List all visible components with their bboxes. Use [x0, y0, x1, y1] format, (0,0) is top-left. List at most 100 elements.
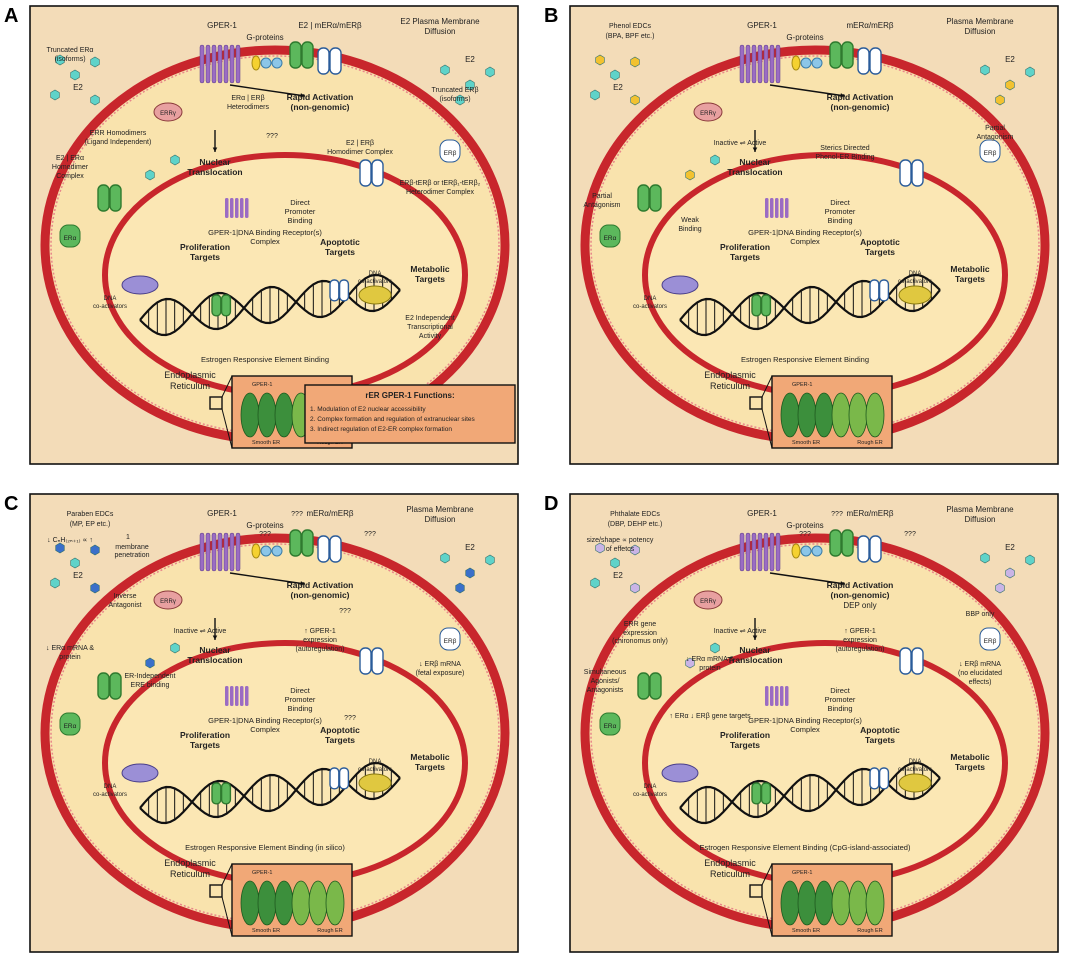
to-nuclear-arrow [752, 618, 758, 640]
annotation-erb-homo-2: Homodimer Complex [327, 149, 393, 156]
ligand-hexagon [90, 582, 100, 594]
to-nuclear-arrow [752, 130, 758, 152]
g-protein-subunits [251, 55, 283, 71]
apoptotic-targets-label: Targets [325, 735, 355, 745]
membrane-era-receptor [289, 41, 314, 69]
ligand-hexagon [1005, 567, 1015, 579]
rapid-activation-label: (non-genomic) [290, 590, 349, 600]
ligand-hexagon [590, 89, 600, 101]
dna-coactivator-right [358, 773, 392, 793]
nuclear-translocation-label: Nuclear [199, 645, 231, 655]
rapid-activation-label: Rapid Activation [827, 92, 894, 102]
ligand-hexagon [610, 69, 620, 81]
rapid-activation-note: DEP only [843, 601, 876, 610]
ere-bound-erb [869, 767, 890, 790]
annotation-err-gene-2: expression [623, 630, 657, 637]
membrane-era-receptor [289, 529, 314, 557]
erb-homodimer [899, 647, 924, 675]
ere-bound-erb [329, 767, 350, 790]
gper-dna-complex [240, 198, 244, 218]
annotation-erb-mrna-1: ↓ ERβ mRNA [419, 661, 461, 668]
gper-dna-complex [775, 198, 779, 218]
erb-monomer [979, 627, 1001, 651]
annotation-gper-exp-2: expression [303, 637, 337, 644]
annotation-weak-2: Binding [678, 226, 701, 233]
ligand-hexagon [595, 54, 605, 66]
annotation-err-gene-1: ERR gene [624, 621, 656, 628]
erb-label: ERβ [984, 638, 997, 645]
functions-box-item: 1. Modulation of E2 nuclear accessibilit… [310, 406, 426, 413]
membrane-erb-receptor [317, 535, 342, 563]
ere-bound-era [751, 294, 772, 317]
gper-1-receptor [199, 44, 241, 84]
e2-right-label: E2 [1005, 55, 1015, 64]
ligand-hexagon [980, 64, 990, 76]
direct-promoter-label: Direct [290, 686, 311, 695]
annotation-era-mrna-2: protein [699, 665, 721, 672]
direct-promoter-label: Promoter [825, 207, 856, 216]
proliferation-targets-label: Targets [190, 252, 220, 262]
dna-coactivators-label: co-activators [358, 279, 392, 285]
panel-letter: A [4, 5, 18, 27]
erry-receptor [153, 102, 183, 122]
ere-bound-erb [869, 279, 890, 302]
metabolic-targets-label: Metabolic [950, 264, 989, 274]
rapid-activation-label: Rapid Activation [827, 580, 894, 590]
diffusion-label: Diffusion [425, 27, 456, 36]
ligand-hexagon [50, 89, 60, 101]
smooth-er-label: Smooth ER [792, 440, 820, 446]
annotation-er-indep-1: ER-Independent [125, 673, 176, 680]
gper-to-rapid-arrow [769, 572, 846, 586]
metabolic-targets-label: Targets [955, 762, 985, 772]
annotation-partial-r2: Antagonism [977, 134, 1014, 141]
rapid-activation-label: (non-genomic) [830, 102, 889, 112]
annotation-e2-indep-2: Transcriptional [407, 324, 453, 331]
proliferation-targets-label: Proliferation [180, 242, 230, 252]
e2-right-label: E2 [465, 55, 475, 64]
endoplasmic-reticulum-label: Endoplasmic [164, 370, 216, 380]
annotation-era-mrna-2: protein [59, 654, 81, 661]
e2-left-label: E2 [73, 571, 83, 580]
gper-dna-label: GPER-1|DNA Binding Receptor(s) [208, 716, 322, 725]
annotation-edc-2: (BPA, BPF etc.) [606, 33, 655, 40]
ligand-hexagon [995, 94, 1005, 106]
ligand-hexagon [1005, 79, 1015, 91]
er-illustration [240, 880, 345, 926]
rapid-activation-label: (non-genomic) [290, 102, 349, 112]
erry-receptor [153, 590, 183, 610]
dna-coactivator-left [121, 275, 159, 295]
annotation-simul-2: Agonists/ [591, 678, 620, 685]
erb-monomer [439, 627, 461, 651]
annotation-hetero-1: ERα | ERβ [231, 95, 264, 102]
inset-gper-label: GPER-1 [252, 382, 272, 388]
functions-box-item: 3. Indirect regulation of E2-ER complex … [310, 426, 452, 433]
annotation-inverse-1: Inverse [114, 593, 137, 600]
erry-receptor [693, 102, 723, 122]
era-label: ERα [64, 235, 77, 242]
gper-dna-label: Complex [790, 725, 820, 734]
dna-coactivators-label: DNA [644, 296, 657, 302]
ligand-hexagon [485, 554, 495, 566]
annotation-formula: ↓ CₙH₍₂ₙ₊₁₎ ∝ ↑ [47, 537, 93, 544]
ligand-hexagon [50, 577, 60, 589]
g-protein-subunits [791, 55, 823, 71]
dna-coactivators-label: co-activators [633, 304, 667, 310]
ligand-hexagon [590, 577, 600, 589]
to-nuclear-arrow [212, 130, 218, 152]
g-proteins-label: G-proteins [786, 33, 823, 42]
era-monomer [599, 712, 621, 736]
ligand-hexagon [630, 94, 640, 106]
annotation-e2-indep-1: E2 Independent [405, 315, 454, 322]
era-monomer [599, 224, 621, 248]
rapid-activation-label: (non-genomic) [830, 590, 889, 600]
g-proteins-label: G-proteins [786, 521, 823, 530]
ere-bound-era [211, 294, 232, 317]
smooth-er-label: Smooth ER [792, 928, 820, 934]
e2-right-label: E2 [1005, 543, 1015, 552]
gper-dna-complex [770, 198, 774, 218]
ligand-hexagon [90, 56, 100, 68]
annotation-sterics-1: Sterics Directed [820, 145, 870, 152]
annotation-size-2: of effetcs [606, 546, 635, 553]
functions-box-item: 2. Complex formation and regulation of e… [310, 416, 476, 423]
